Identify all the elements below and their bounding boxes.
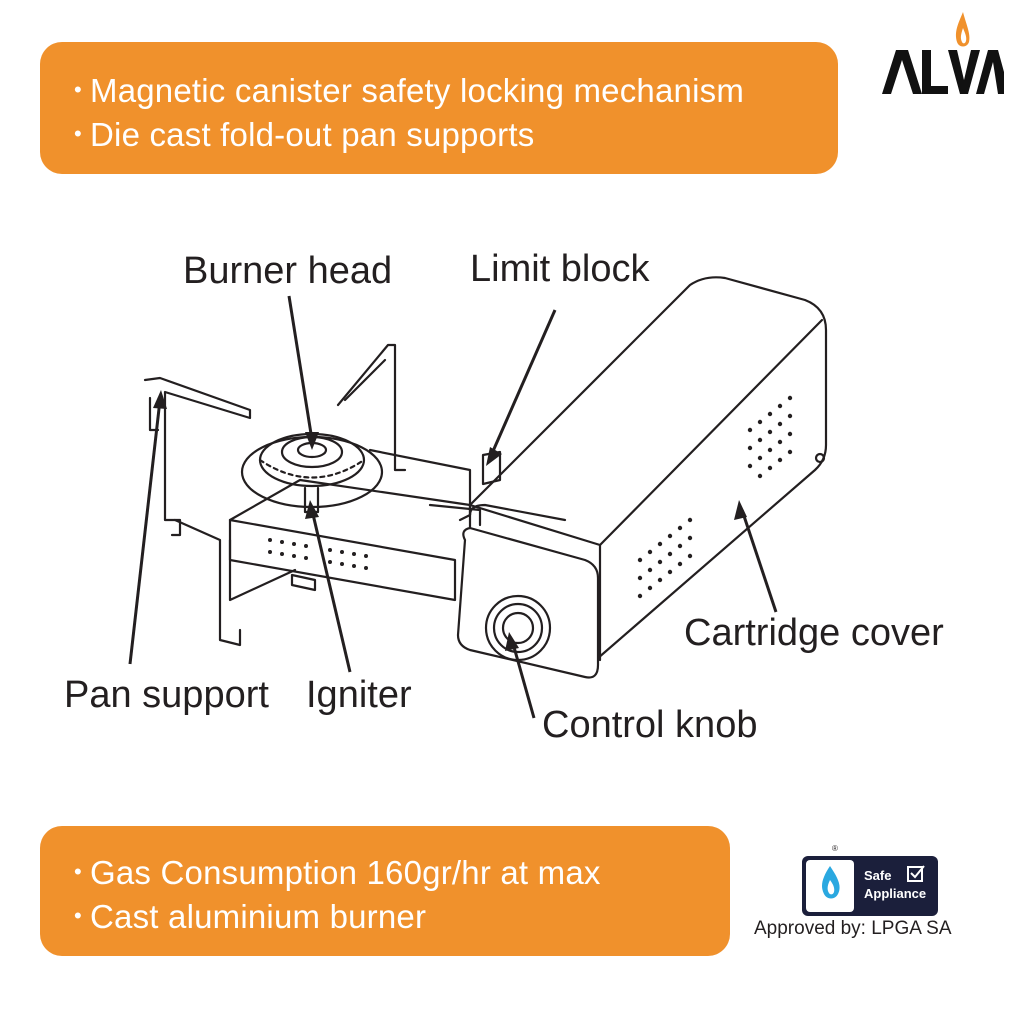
feature-bullet: •Magnetic canister safety locking mechan… (74, 72, 745, 109)
feature-bullet: •Cast aluminium burner (74, 898, 427, 935)
igniter-leader (310, 509, 352, 673)
cartridge-cover-arrowhead (734, 500, 747, 520)
vent-holes (637, 395, 793, 599)
bullet-dot-icon: • (74, 121, 82, 147)
label-limit-block: Limit block (470, 248, 650, 290)
svg-text:Appliance: Appliance (864, 886, 926, 901)
pan-support-leader (128, 399, 162, 665)
bullet-dot-icon: • (74, 77, 82, 103)
cartridge-cover-leader (740, 509, 778, 613)
pan-support-arrowhead (153, 390, 167, 409)
features-banner-top: •Magnetic canister safety locking mechan… (40, 42, 838, 174)
burner-head-arrowhead (305, 432, 319, 450)
svg-text:Safe: Safe (864, 868, 891, 883)
label-cartridge-cover: Cartridge cover (684, 612, 944, 654)
features-banner-bottom: •Gas Consumption 160gr/hr at max •Cast a… (40, 826, 730, 956)
feature-bullet: •Gas Consumption 160gr/hr at max (74, 854, 601, 891)
safe-appliance-badge: ® Safe Appliance (802, 844, 938, 916)
bullet-dot-icon: • (74, 903, 82, 929)
label-burner-head: Burner head (183, 250, 393, 292)
label-igniter: Igniter (306, 674, 412, 716)
alva-logo (882, 12, 1004, 94)
burner-head-leader (287, 295, 314, 441)
control-knob-leader (510, 639, 536, 719)
control-knob-arrowhead (505, 632, 519, 651)
checkbox-icon (907, 866, 923, 882)
label-control-knob: Control knob (542, 704, 758, 746)
approved-by-text: Approved by: LPGA SA (754, 918, 952, 939)
feature-bullet: •Die cast fold-out pan supports (74, 116, 535, 153)
bullet-dot-icon: • (74, 859, 82, 885)
limit-block-arrowhead (486, 447, 502, 466)
igniter-arrowhead (305, 500, 319, 519)
label-pan-support: Pan support (64, 674, 269, 716)
limit-block-leader (488, 309, 557, 459)
svg-text:®: ® (832, 844, 838, 853)
